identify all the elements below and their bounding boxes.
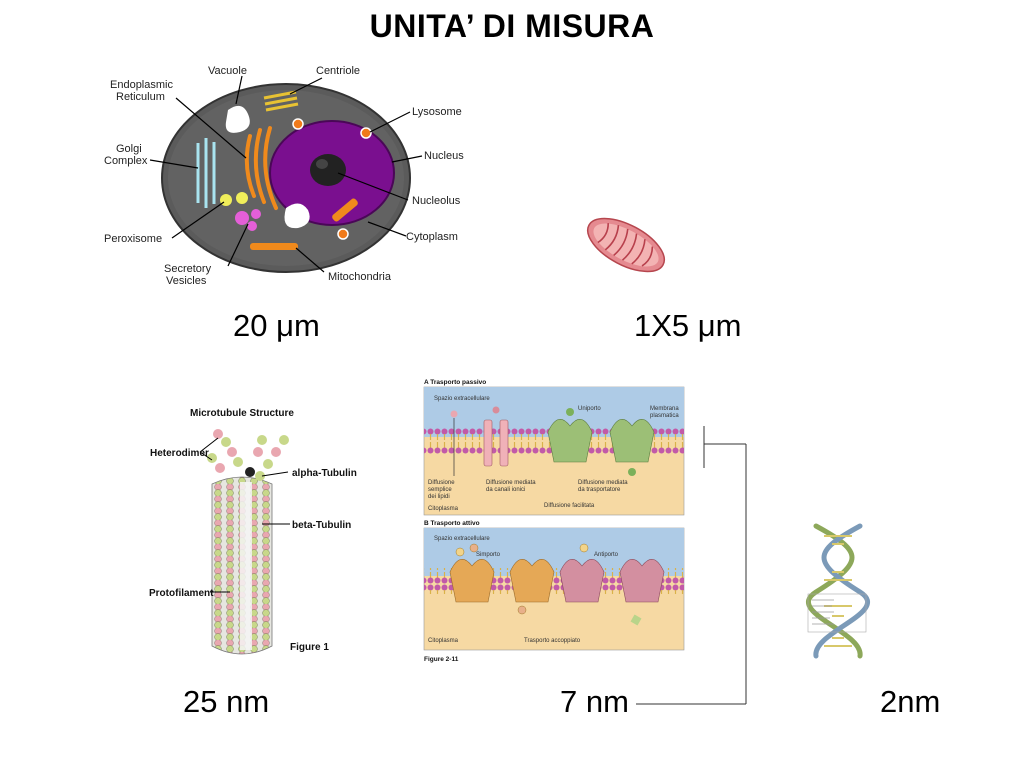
panel-b-title: B Trasporto attivo <box>424 520 480 527</box>
membrane-transport-diagram: A Trasporto passivo Spazio extracellular… <box>423 379 685 663</box>
label-golgi-2: Complex <box>104 155 148 167</box>
label-beta-tubulin: beta-Tubulin <box>292 520 351 531</box>
measure-microtubule: 25 nm <box>183 684 270 719</box>
label-coupled: Trasporto accoppiato <box>524 638 581 644</box>
label-secretory-1: Secretory <box>164 263 212 275</box>
mitochondrion-image <box>586 217 666 273</box>
measure-cell: 20 μm <box>233 308 320 343</box>
label-uniporto: Uniporto <box>578 406 601 412</box>
label-diff-carrier-2: da trasportatore <box>578 487 621 493</box>
label-mitochondria: Mitochondria <box>328 271 392 283</box>
label-diff-lipid-2: semplice <box>428 487 452 493</box>
golgi-complex <box>196 138 216 208</box>
cell-diagram: Vacuole Centriole Endoplasmic Reticulum … <box>104 65 464 287</box>
label-extracellular-b: Spazio extracellulare <box>434 536 490 542</box>
label-golgi-1: Golgi <box>116 143 142 155</box>
label-cytoplasm: Cytoplasm <box>406 231 458 243</box>
bracket-connector <box>636 426 747 705</box>
vacuole <box>225 105 250 133</box>
label-facilitated: Diffusione facilitata <box>544 503 595 509</box>
label-cytoplasm-b: Citoplasma <box>428 638 459 644</box>
measure-mitochondrion: 1X5 μm <box>634 308 742 343</box>
heterodimers <box>207 429 289 481</box>
label-heterodimer: Heterodimer <box>150 448 209 459</box>
secretory-vesicle <box>235 211 249 225</box>
label-nucleus: Nucleus <box>424 150 464 162</box>
label-centriole: Centriole <box>316 65 360 77</box>
label-lysosome: Lysosome <box>412 106 462 118</box>
panel-a-title: A Trasporto passivo <box>424 379 486 386</box>
label-alpha-tubulin: alpha-Tubulin <box>292 468 357 479</box>
label-protofilament: Protofilament <box>149 588 214 599</box>
label-figure-1: Figure 1 <box>290 642 329 653</box>
label-membrane-2: plasmatica <box>650 413 679 419</box>
microtubule-diagram: Microtubule Structure Heterodimer alpha-… <box>149 408 357 655</box>
measure-dna: 2nm <box>880 684 941 719</box>
label-diff-channel-1: Diffusione mediata <box>486 480 536 486</box>
label-antiporto: Antiporto <box>594 552 619 558</box>
label-extracellular-a: Spazio extracellulare <box>434 396 490 402</box>
label-er-2: Reticulum <box>116 91 165 103</box>
label-cytoplasm-a: Citoplasma <box>428 506 459 512</box>
nucleolus <box>310 154 346 186</box>
lysosome <box>360 127 372 139</box>
label-figure-2-11: Figure 2-11 <box>424 656 459 663</box>
label-diff-lipid-3: dei lipidi <box>428 494 450 500</box>
label-secretory-2: Vesicles <box>166 275 207 287</box>
label-peroxisome: Peroxisome <box>104 233 162 245</box>
measure-membrane: 7 nm <box>560 684 629 719</box>
mitochondria <box>250 198 358 250</box>
microtubule-title: Microtubule Structure <box>190 408 294 419</box>
label-er-1: Endoplasmic <box>110 79 173 91</box>
label-membrane-1: Membrana <box>650 406 679 412</box>
label-simporto: Simporto <box>476 552 501 558</box>
label-nucleolus: Nucleolus <box>412 195 461 207</box>
label-diff-channel-2: da canali ionici <box>486 487 525 493</box>
dna-helix-image <box>806 523 870 659</box>
label-vacuole: Vacuole <box>208 65 247 77</box>
label-diff-lipid-1: Diffusione <box>428 480 455 486</box>
page-title: UNITA’ DI MISURA <box>369 8 655 44</box>
label-diff-carrier-1: Diffusione mediata <box>578 480 628 486</box>
